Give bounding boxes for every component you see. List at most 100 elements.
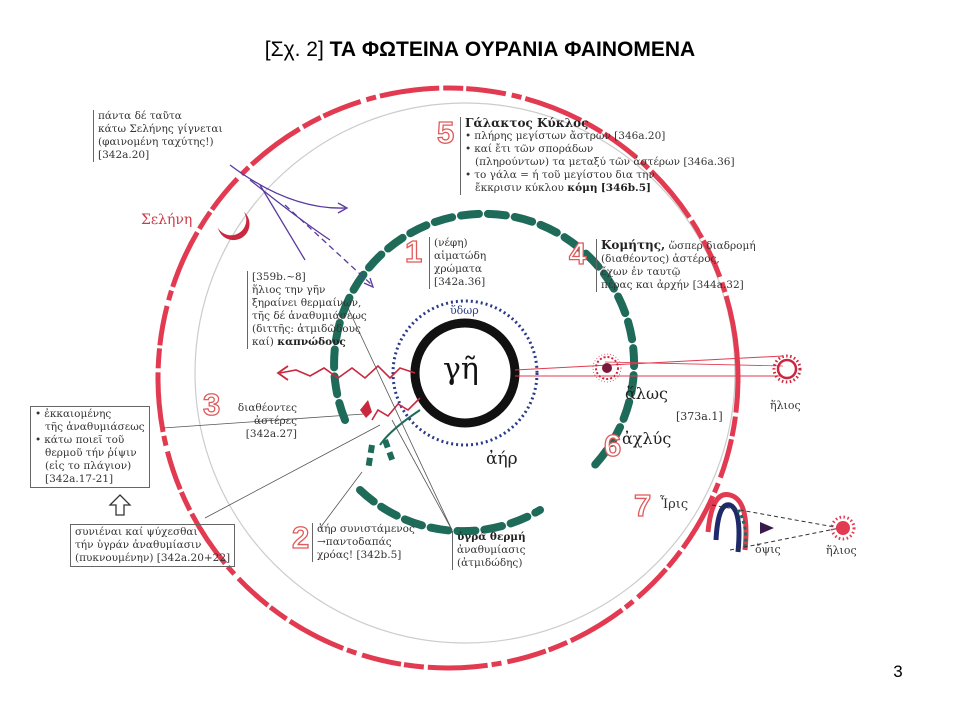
air-colors-box: ἀήρ συνιστάμενος →παντοδαπάς χρόας! [342… xyxy=(312,523,415,562)
outer-grey-circle xyxy=(194,102,736,644)
red-shooting-star xyxy=(360,400,372,418)
shooting-stars-line: ἀστέρες xyxy=(254,415,297,427)
air-colors-line: →παντοδαπάς xyxy=(317,536,392,548)
sun-exhal-last: καί) καπνώδους xyxy=(252,336,346,348)
wet-exhalation-box: ὑγρά θερμή ἀναθυμίασις (ἀτμιδώδης) xyxy=(452,531,526,570)
sun-right-label: ἥλιος xyxy=(770,399,801,412)
sun-icon-right xyxy=(772,354,802,384)
sun-rainbow-label: ἥλιος xyxy=(826,544,857,557)
red-exhalation-line xyxy=(279,364,416,380)
condense-line: συνιέναι καί ψύχεσθαι xyxy=(75,526,198,538)
red-moon-sphere-arc xyxy=(155,85,741,671)
clouds-box: (νέφη) αἱματώδη χρώματα [342a.36] xyxy=(429,237,486,289)
mist-label: ἀχλύς xyxy=(622,429,672,448)
title-prefix: [Σχ. 2] xyxy=(264,38,324,61)
number-7: 7 xyxy=(633,488,652,523)
pointer-air-colors xyxy=(319,471,363,529)
air-colors-line: χρόας! [342b.5] xyxy=(317,549,402,561)
clouds-line: χρώματα xyxy=(434,263,482,275)
sun-exhal-ref: [359b.~8] xyxy=(252,271,306,283)
shooting-stars-line: [342a.27] xyxy=(245,428,297,440)
number-2: 2 xyxy=(291,520,310,555)
page-number: 3 xyxy=(893,662,903,681)
sun-exhal-line: (διττῆς: ἀτμιδῶδους xyxy=(252,323,361,335)
comet-line: (διαθέοντος) ἀστέρος, xyxy=(601,253,720,265)
pointer-wet-exhal xyxy=(347,307,453,531)
shooting-stars-box: διαθέοντες ἀστέρες [342a.27] xyxy=(235,402,297,441)
rainbow-label: Ἶρις xyxy=(660,497,689,512)
eye-label: ὄψις xyxy=(755,543,781,556)
sun-exhal-line: τῆς δέ ἀναθυμιάσεως xyxy=(252,310,367,322)
pointer-condense xyxy=(204,424,381,519)
number-4: 4 xyxy=(568,236,587,271)
green-branch-dash xyxy=(382,438,396,464)
moon-note-line: (φαινομένη ταχύτης!) xyxy=(98,136,214,148)
purple-arrow-1 xyxy=(337,202,349,214)
pointer-shooting-stars xyxy=(162,413,365,429)
comet-line: πέρας και ἀρχήν [344a.32] xyxy=(601,279,744,291)
purple-arrow-2 xyxy=(363,277,375,289)
milky-way-item: καί ἔτι τῶν σποράδων(πληρούντων) τα μετα… xyxy=(465,143,734,169)
wet-exhal-line: ἀναθυμίασις xyxy=(457,544,526,556)
water-label: ὕδωρ xyxy=(450,304,479,317)
moon-note-line: πάντα δέ ταῦτα xyxy=(98,110,182,122)
red-arc-gap-mask xyxy=(700,230,760,520)
eye-sight-line-2 xyxy=(729,527,841,551)
number-6: 6 xyxy=(603,428,622,463)
shooting-stars-line: διαθέοντες xyxy=(237,402,297,414)
sun-exhalation-box: [359b.~8] ἥλιος την γῆν ξηραίνει θερμαίν… xyxy=(247,271,367,349)
rainbow-arc-inner xyxy=(713,502,742,553)
air-label: ἀήρ xyxy=(486,449,518,469)
number-3: 3 xyxy=(202,387,221,422)
halo-icon xyxy=(592,353,622,383)
pointer-wet-exhal-2 xyxy=(391,419,453,531)
clouds-line: (νέφη) xyxy=(434,237,468,249)
green-cloud-arc xyxy=(330,209,639,474)
eye-icon xyxy=(760,522,774,534)
wet-exhal-line: (ἀτμιδώδης) xyxy=(457,557,523,569)
sun-icon-rainbow xyxy=(830,515,856,541)
moon-note-line: [342a.20] xyxy=(98,149,150,161)
eye-sight-line xyxy=(711,504,841,529)
number-1: 1 xyxy=(404,234,423,269)
earth-label: γῆ xyxy=(443,352,479,387)
moon-note-line: κάτω Σελήνης γίγνεται xyxy=(98,123,223,135)
clouds-line: [342a.36] xyxy=(434,276,486,288)
rainbow-arc-green xyxy=(736,509,748,551)
condense-line: τήν ὑγράν ἀναθυμίασιν xyxy=(75,539,202,551)
air-colors-line: ἀήρ συνιστάμενος xyxy=(317,523,415,535)
water-circle xyxy=(391,299,539,447)
milky-way-item: το γάλα = ή τοῦ μεγίστου δια τηνἔκκρισιν… xyxy=(465,169,735,195)
sun-exhal-line: ἥλιος την γῆν xyxy=(252,284,326,296)
milky-way-item: πλήρης μεγίστων ἄστρων [346a.20] xyxy=(465,130,735,143)
milky-way-title: Γάλακτος Κύκλος xyxy=(465,116,589,130)
sun-exhal-line: ξηραίνει θερμαίνων, xyxy=(252,297,362,309)
moon-crescent xyxy=(218,212,250,241)
rainbow-arc-outer xyxy=(705,492,749,551)
comet-line: ἔχων ἐν ταυτῷ xyxy=(601,266,681,278)
halo-ref: [373a.1] xyxy=(676,410,723,423)
green-cloud-arc-lower xyxy=(356,486,544,536)
sun-ray-mid xyxy=(604,361,784,367)
green-branch-line xyxy=(379,409,421,446)
slide-title: [Σχ. 2] ΤΑ ΦΩΤΕΙΝΑ ΟΥΡΑΝΙΑ ΦΑΙΝΟΜΕΝΑ xyxy=(0,38,960,62)
moon-note-box: πάντα δέ ταῦτα κάτω Σελήνης γίγνεται (φα… xyxy=(93,110,223,162)
red-arrow-left xyxy=(276,365,289,381)
milky-way-box: Γάλακτος Κύκλος πλήρης μεγίστων ἄστρων [… xyxy=(460,117,735,195)
condense-box: συνιέναι καί ψύχεσθαι τήν ὑγράν ἀναθυμία… xyxy=(70,524,236,567)
wet-exhal-title: ὑγρά θερμή xyxy=(457,531,526,543)
title-main: ΤΑ ΦΩΤΕΙΝΑ ΟΥΡΑΝΙΑ ΦΑΙΝΟΜΕΝΑ xyxy=(329,38,696,61)
condense-line: (πυκνουμένην) [342a.20+22] xyxy=(75,552,231,564)
moon-label: Σελήνη xyxy=(141,212,193,228)
up-arrow-icon xyxy=(108,494,132,516)
halo-label: ἅλως xyxy=(625,384,668,403)
comet-title: Κομήτης, ὥσπερ διαδρομή xyxy=(601,238,756,253)
green-branch-dash-2 xyxy=(365,444,375,471)
comet-box: Κομήτης, ὥσπερ διαδρομή (διαθέοντος) ἀστ… xyxy=(596,239,756,292)
clouds-line: αἱματώδη xyxy=(434,250,487,262)
purple-line-3 xyxy=(259,184,306,261)
